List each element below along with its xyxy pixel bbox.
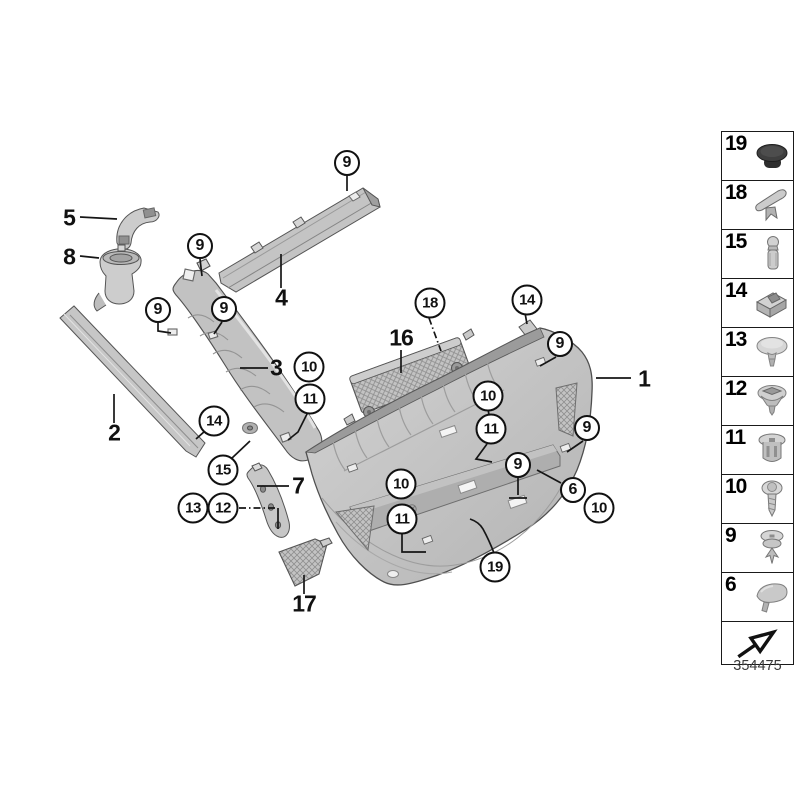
fastener-legend: 19 18 15 14 (721, 131, 794, 665)
legend-item-10[interactable]: 10 (722, 475, 793, 524)
part-label-16[interactable]: 16 (389, 324, 414, 351)
part-label-7[interactable]: 7 (292, 472, 305, 499)
legend-item-18[interactable]: 18 (722, 181, 793, 230)
circled-callout-10[interactable]: 10 (472, 380, 504, 412)
circled-callout-11[interactable]: 11 (294, 383, 326, 415)
legend-number: 18 (725, 181, 747, 204)
legend-number: 19 (725, 132, 747, 155)
pan-head-screw-icon (761, 480, 783, 518)
circled-callout-14[interactable]: 14 (198, 405, 230, 437)
cover-cap-icon (756, 583, 788, 613)
circled-callout-9[interactable]: 9 (574, 415, 600, 441)
push-rivet-icon (760, 530, 784, 564)
legend-number: 10 (725, 475, 747, 498)
part-5-bracket (116, 207, 160, 250)
legend-item-9[interactable]: 9 (722, 524, 793, 573)
circled-callout-12[interactable]: 12 (207, 492, 239, 524)
legend-number: 15 (725, 230, 747, 253)
clamp-bracket-icon (755, 292, 788, 318)
legend-footer-arrow[interactable] (722, 622, 793, 664)
ball-stud-icon (767, 236, 779, 270)
circled-callout-11[interactable]: 11 (386, 503, 418, 535)
part-label-8[interactable]: 8 (63, 243, 76, 270)
legend-item-15[interactable]: 15 (722, 230, 793, 279)
legend-number: 11 (725, 426, 746, 449)
part-17-triangle-trim (278, 537, 333, 587)
legend-item-11[interactable]: 11 (722, 426, 793, 475)
part-label-1[interactable]: 1 (638, 365, 651, 392)
legend-item-19[interactable]: 19 (722, 132, 793, 181)
legend-number: 9 (725, 524, 737, 547)
legend-number: 14 (725, 279, 747, 302)
circled-callout-9[interactable]: 9 (505, 452, 531, 478)
part-label-17[interactable]: 17 (292, 590, 317, 617)
legend-item-12[interactable]: 12 (722, 377, 793, 426)
circled-callout-9[interactable]: 9 (547, 331, 573, 357)
direction-arrow-icon (737, 629, 778, 659)
circled-callout-14[interactable]: 14 (511, 284, 543, 316)
circled-callout-10[interactable]: 10 (583, 492, 615, 524)
circled-callout-10[interactable]: 10 (385, 468, 417, 500)
oval-plug-icon (756, 144, 788, 168)
circled-callout-6[interactable]: 6 (560, 477, 586, 503)
circled-callout-10[interactable]: 10 (293, 351, 325, 383)
expanding-clip-icon (755, 189, 787, 222)
expansion-nut-icon (758, 433, 786, 462)
circled-callout-13[interactable]: 13 (177, 492, 209, 524)
part-8-cover (93, 244, 142, 312)
legend-item-13[interactable]: 13 (722, 328, 793, 377)
part-4-strip (218, 187, 381, 293)
circled-callout-18[interactable]: 18 (414, 287, 446, 319)
part-label-4[interactable]: 4 (275, 284, 288, 311)
circled-callout-11[interactable]: 11 (475, 413, 507, 445)
circled-callout-9[interactable]: 9 (334, 150, 360, 176)
part-label-2[interactable]: 2 (108, 419, 121, 446)
circled-callout-9[interactable]: 9 (211, 296, 237, 322)
circled-callout-19[interactable]: 19 (479, 551, 511, 583)
legend-number: 13 (725, 328, 747, 351)
circled-callout-9[interactable]: 9 (145, 297, 171, 323)
leader-lines (79, 176, 631, 594)
circled-callout-15[interactable]: 15 (207, 454, 239, 486)
legend-item-14[interactable]: 14 (722, 279, 793, 328)
part-7-blade (246, 462, 290, 538)
part-label-3[interactable]: 3 (270, 354, 283, 381)
legend-number: 12 (725, 377, 747, 400)
legend-item-6[interactable]: 6 (722, 573, 793, 622)
diagram-number: 354475 (733, 658, 782, 674)
dome-rivet-icon (756, 337, 788, 367)
circled-callout-9[interactable]: 9 (187, 233, 213, 259)
part-2-strip (59, 305, 206, 458)
part-label-5[interactable]: 5 (63, 204, 76, 231)
legend-number: 6 (725, 573, 737, 596)
grommet-icon (757, 385, 787, 416)
